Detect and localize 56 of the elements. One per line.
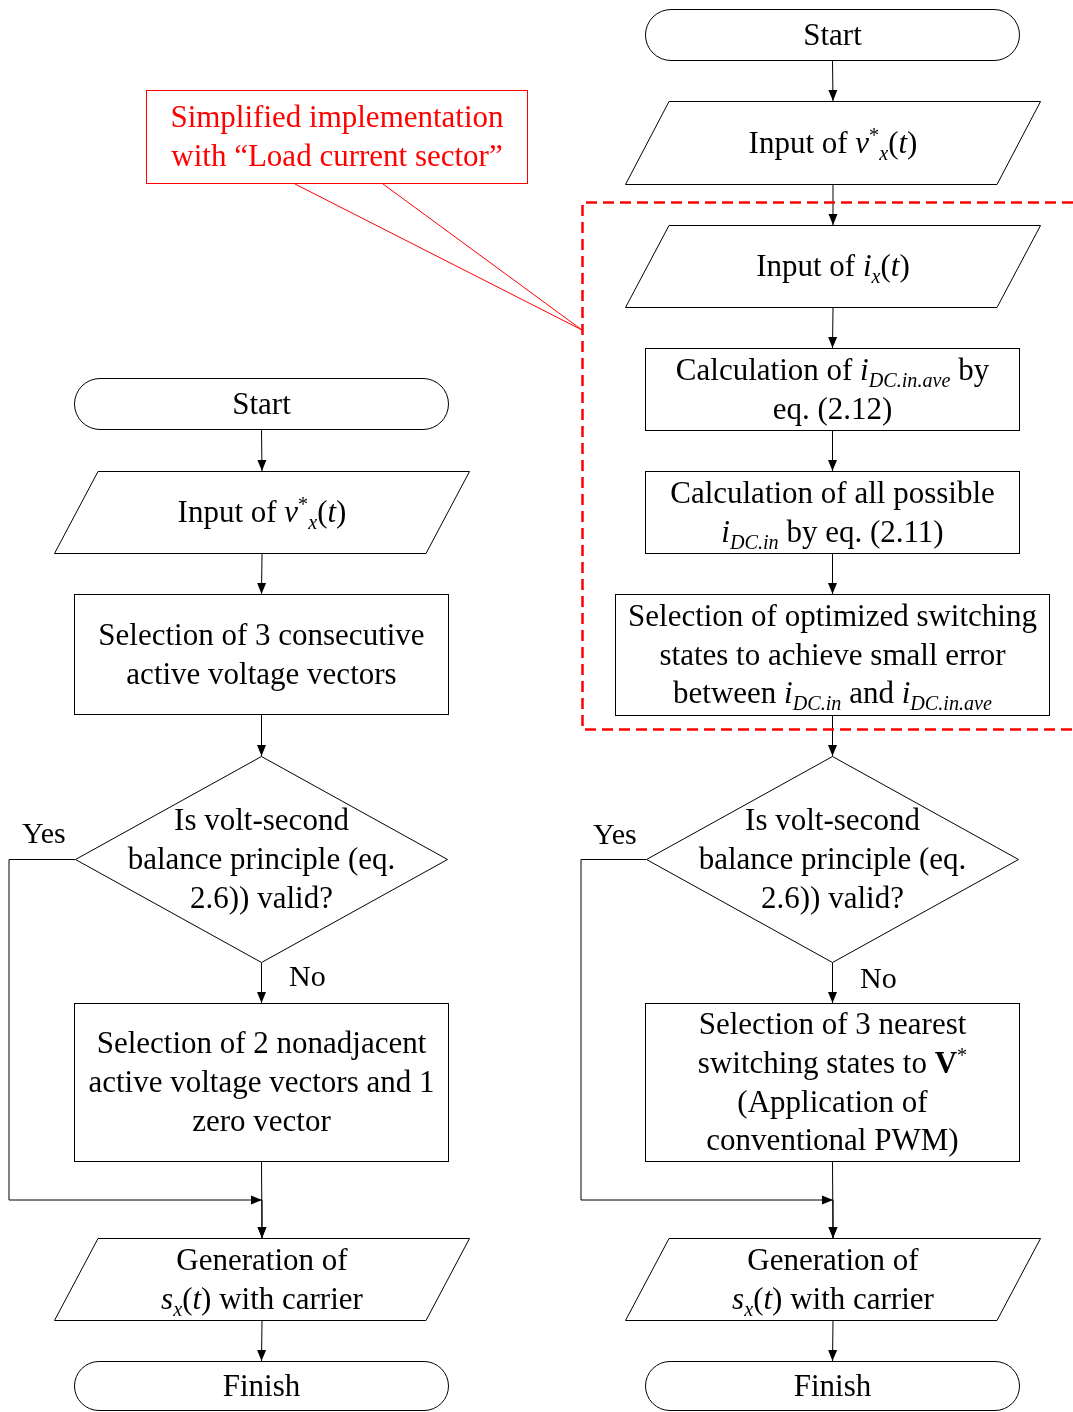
arrow <box>828 1320 838 1362</box>
terminal-shape <box>74 378 449 430</box>
terminal-shape <box>645 1361 1020 1411</box>
arrow <box>257 1320 267 1362</box>
dashed-region <box>581 201 1073 731</box>
process-box <box>645 348 1020 431</box>
arrow <box>828 430 837 472</box>
node-text: Input of i$_{x}$(t) <box>756 247 910 286</box>
arrow <box>257 962 266 1004</box>
callout-text: Simplified implementation with “Load current sector” <box>169 98 505 175</box>
leader-line <box>294 183 583 331</box>
io-parallelogram <box>625 225 1041 308</box>
process-box <box>74 594 449 715</box>
node-text: Generation of s$_{x}$(t) with carrier <box>731 1240 935 1319</box>
edge-label: No <box>289 958 326 994</box>
node-text: Selection of 2 nonadjacent active voltage vectors and 1 zero vector <box>87 1024 436 1140</box>
arrow <box>828 307 838 349</box>
arrow <box>828 553 837 595</box>
io-parallelogram <box>54 471 470 554</box>
arrow <box>828 1161 838 1239</box>
io-parallelogram <box>625 101 1041 185</box>
node-text: Generation of s$_{x}$(t) with carrier <box>160 1240 364 1319</box>
node-text: Input of v$^{*}$$_{x}$(t) <box>177 493 347 532</box>
node-text: Selection of 3 nearest switching states to V$^{*}$ (Application of conventional PWM) <box>696 1005 969 1160</box>
node-text: Input of v$^{*}$$_{x}$(t) <box>748 123 918 163</box>
node-text: Selection of optimized switching states to achieve small error between i$_{DC.in}$ and i$_{DC.in.ave}$ <box>627 596 1038 714</box>
process-box <box>645 471 1020 554</box>
node-text: Is volt-second balance principle (eq. 2.6)) valid? <box>126 801 397 917</box>
callout-box <box>146 90 528 184</box>
arrow <box>828 60 838 102</box>
arrow <box>257 714 266 757</box>
node-text: Start <box>232 384 291 423</box>
io-parallelogram <box>54 1238 470 1321</box>
process-box <box>645 1003 1020 1162</box>
edge-label: Yes <box>593 816 637 852</box>
node-text: Finish <box>793 1366 872 1405</box>
node-text: Calculation of i$_{DC.in.ave}$ by eq. (2.12) <box>674 350 991 428</box>
edge-label: No <box>860 960 897 996</box>
decision-diamond <box>75 756 448 963</box>
arrow <box>257 429 267 472</box>
decision-diamond <box>646 756 1019 963</box>
arrow <box>257 553 267 595</box>
edge-label: Yes <box>22 815 66 851</box>
process-box <box>74 1003 449 1162</box>
terminal-shape <box>645 9 1020 61</box>
terminal-shape <box>74 1361 449 1411</box>
node-text: Selection of 3 consecutive active voltage vectors <box>97 615 426 693</box>
io-parallelogram <box>625 1238 1041 1321</box>
arrow <box>828 715 837 757</box>
node-text: Finish <box>222 1366 301 1405</box>
arrow <box>257 1161 267 1239</box>
arrow <box>828 962 837 1004</box>
arrow <box>828 184 838 226</box>
node-text: Is volt-second balance principle (eq. 2.6)) valid? <box>697 801 968 917</box>
node-text: Start <box>803 15 862 54</box>
node-text: Calculation of all possible i$_{DC.in}$ by eq. (2.11) <box>669 473 996 552</box>
